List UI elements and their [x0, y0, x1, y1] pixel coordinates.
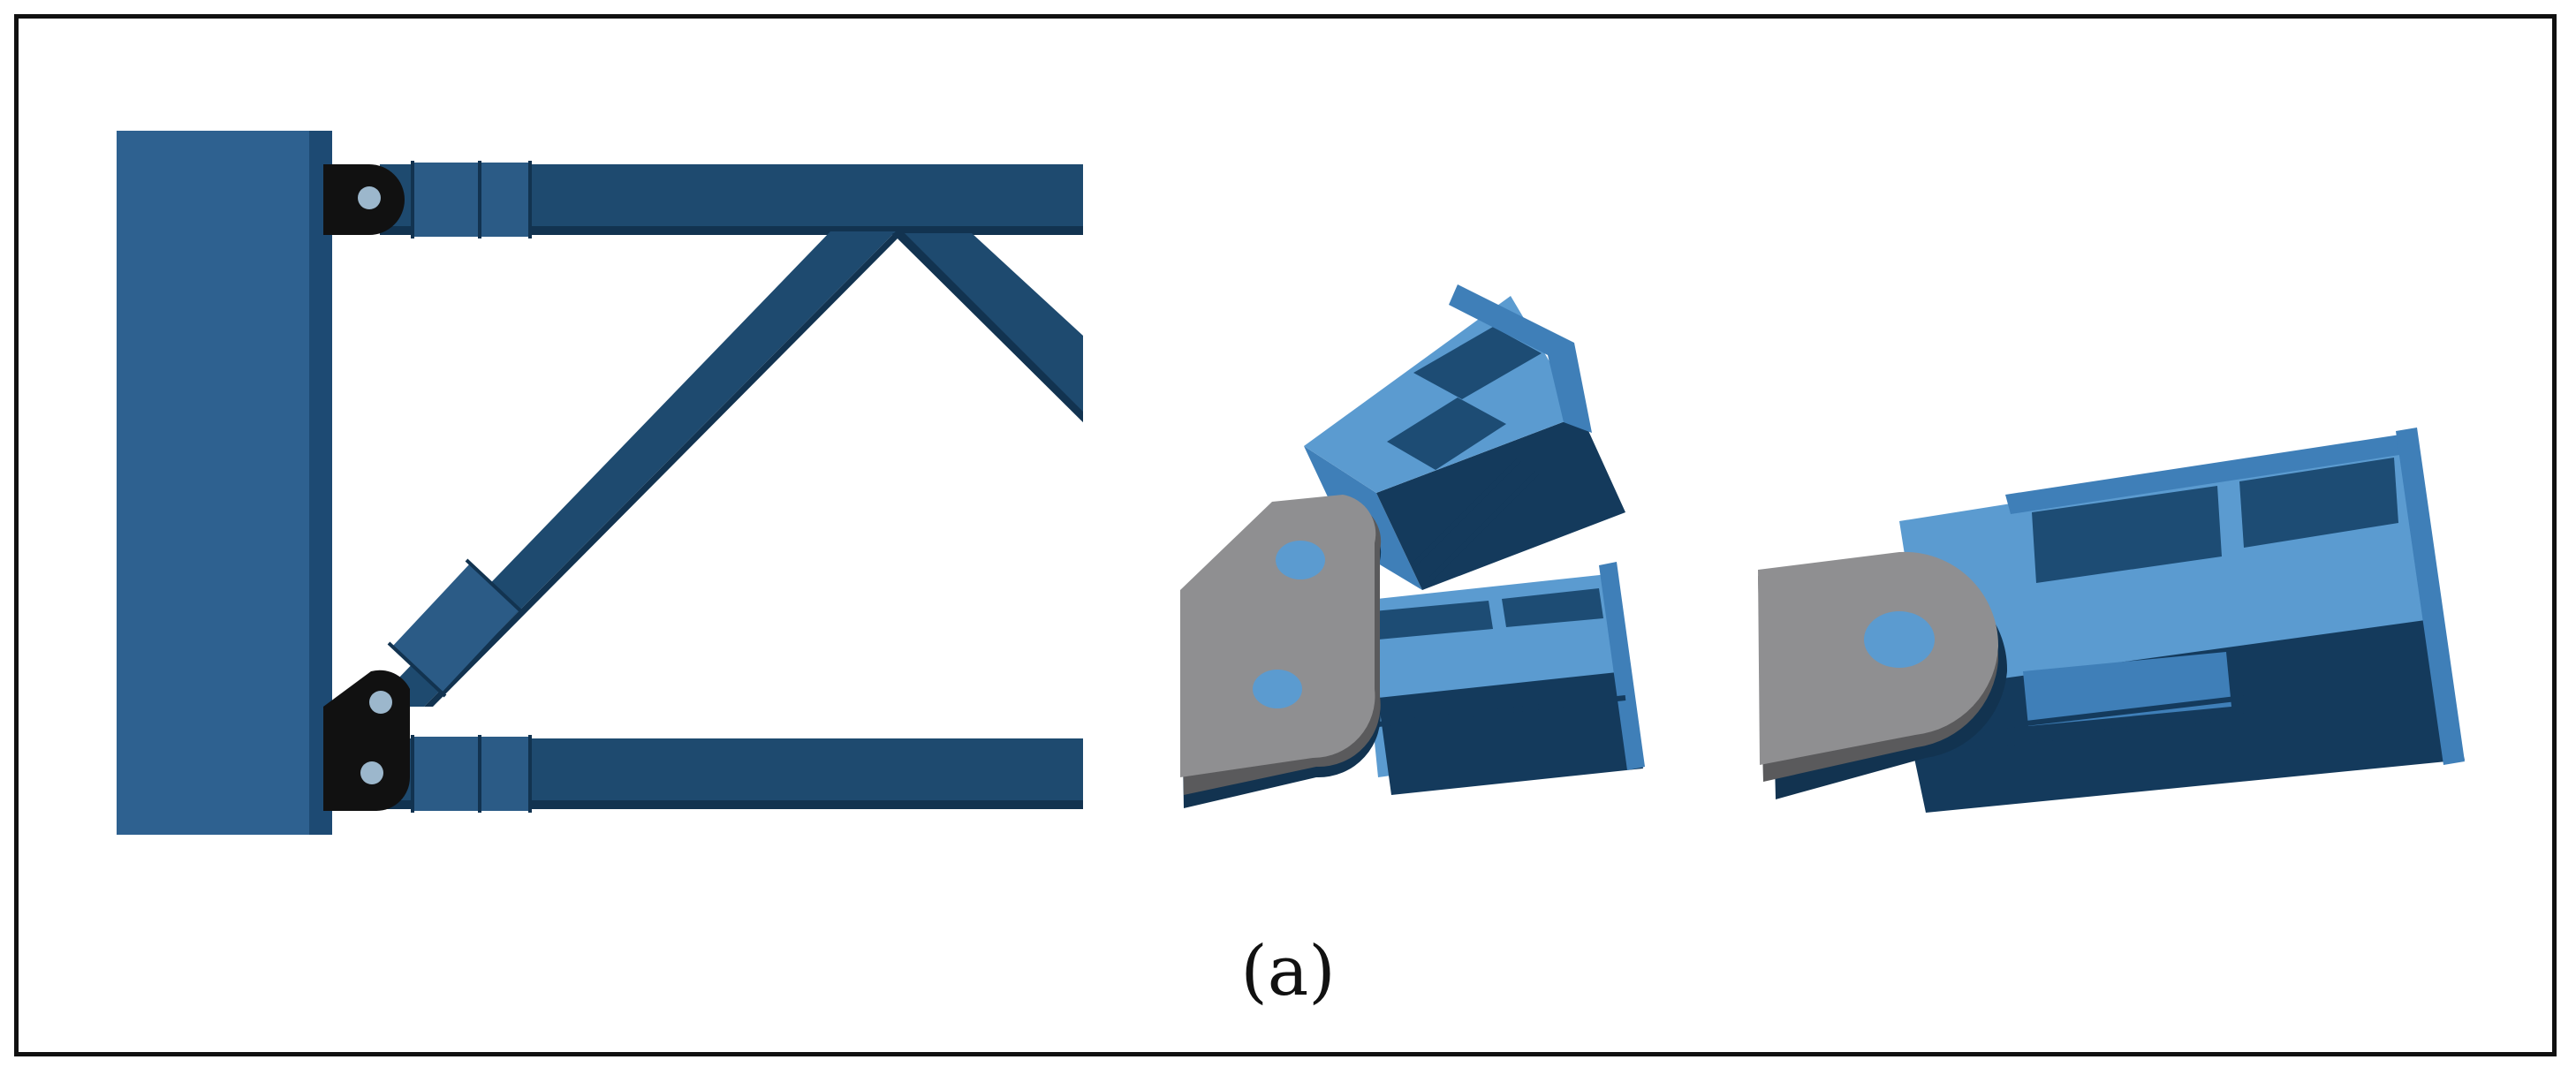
figure-border: [14, 14, 2557, 1056]
top-chord-shadow: [380, 226, 1083, 235]
single-pin-node-3d: [1758, 428, 2465, 813]
top-hinge-joint: [323, 164, 405, 235]
horizontal-box-cell-2: [1502, 588, 1603, 627]
secondary-brace-shadow: [892, 233, 1083, 422]
bottom-hinge-lower-pin-icon: [360, 761, 383, 784]
angled-box-rib-2: [1428, 470, 1540, 581]
double-pin-node-3d: [1180, 284, 1645, 808]
middle-gusset-plates: [1180, 495, 1382, 808]
horizontal-box-member: [1360, 562, 1645, 795]
gusset-plate-front: [1180, 495, 1376, 777]
horizontal-box-rib: [1377, 695, 1626, 727]
horizontal-box-end-plate: [1599, 562, 1645, 770]
top-hinge-pin-icon: [358, 186, 381, 209]
diagonal-ring-2: [387, 641, 447, 698]
steel-column: [117, 131, 332, 835]
bottom-hinge-upper-pin-icon: [369, 691, 392, 714]
angled-box-bottom: [1376, 415, 1625, 590]
right-box-top-flange: [2005, 433, 2417, 514]
right-box-cell-1: [2032, 486, 2222, 583]
truss-elevation: [117, 131, 1083, 835]
bottom-chord-sleeve: [411, 737, 530, 811]
right-gusset-plates: [1758, 551, 2008, 799]
bottom-chord-shadow: [380, 800, 1083, 809]
diagonal-ring-1: [465, 558, 525, 615]
right-box-member: [1792, 428, 2465, 813]
angled-box-inner-cell-2: [1413, 327, 1542, 399]
angled-box-inner-cell-1: [1387, 397, 1506, 470]
right-pin-icon: [1864, 611, 1935, 668]
bottom-hinge-bracket: [323, 670, 410, 811]
gusset-lower-pin-icon: [1253, 670, 1302, 708]
right-box-cell-2: [2239, 458, 2398, 548]
top-chord-sleeve: [411, 163, 530, 237]
horizontal-box-cell-1: [1374, 601, 1493, 640]
diagonal-brace-shadow: [424, 231, 905, 707]
angled-box-end-plate: [1449, 284, 1592, 433]
figure-caption: (a): [1240, 932, 1336, 1011]
right-box-end-plate: [2396, 428, 2465, 765]
gusset-upper-pin-icon: [1276, 541, 1325, 579]
diagonal-sleeve: [392, 564, 519, 693]
bottom-hinge-joint: [323, 670, 410, 811]
angled-box-rib-1: [1411, 457, 1522, 568]
diagonal-brace: [371, 231, 896, 707]
